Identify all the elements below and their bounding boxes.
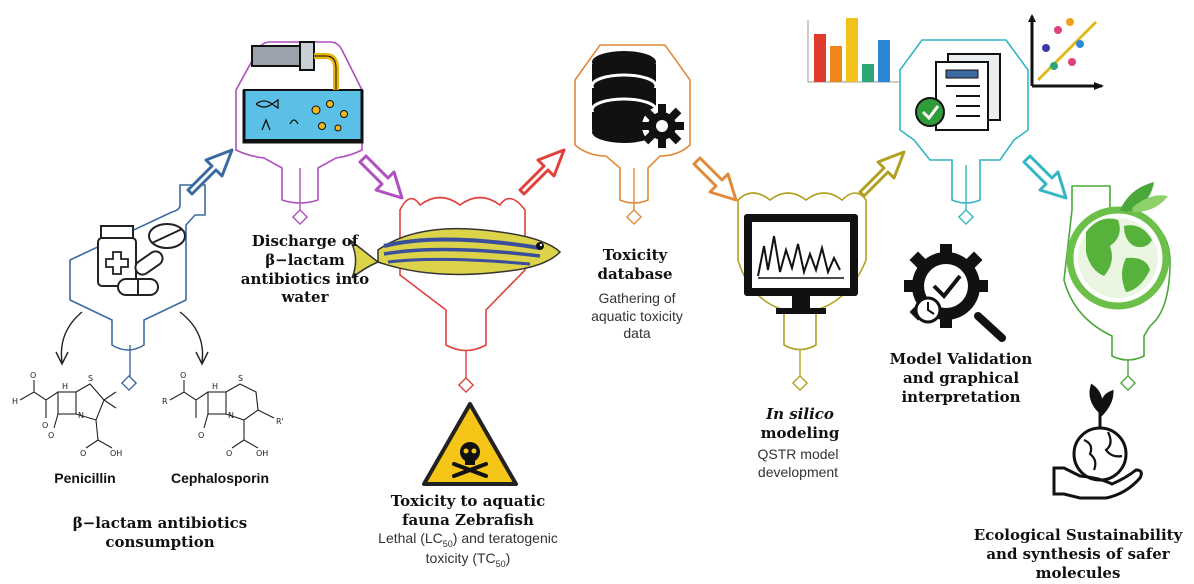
validation-title: Model Validation and graphical interpret… — [889, 350, 1033, 406]
scatter-plot-icon — [1028, 14, 1104, 90]
svg-text:N: N — [228, 411, 234, 420]
consumption-title: β−lactam antibiotics consumption — [72, 514, 248, 551]
svg-text:R': R' — [276, 417, 284, 426]
svg-text:R: R — [162, 397, 168, 406]
database-flask — [574, 44, 691, 226]
hazard-warning-icon — [422, 402, 518, 486]
arrow-4 — [692, 156, 738, 202]
bar-chart-icon — [807, 18, 900, 83]
svg-text:N: N — [78, 411, 84, 420]
discharge-flask — [235, 41, 363, 226]
arrow-1 — [186, 148, 234, 196]
gear-icon — [640, 104, 684, 148]
eco-globe-icon — [1066, 182, 1170, 310]
penicillin-structure — [19, 380, 117, 449]
modeling-description: QSTR model development — [757, 446, 839, 480]
report-document-icon — [915, 53, 1001, 131]
svg-text:H: H — [212, 382, 218, 391]
zebrafish-icon — [349, 227, 562, 279]
svg-text:O: O — [226, 449, 232, 458]
toxicity-title: Toxicity to aquatic fauna Zebrafish — [390, 492, 546, 529]
penicillin-atoms: H O O H S N O O OH — [12, 371, 122, 458]
toxicity-flask — [399, 196, 526, 394]
cephalosporin-label: Cephalosporin — [170, 470, 269, 486]
svg-text:O: O — [48, 431, 54, 440]
svg-text:S: S — [238, 374, 243, 383]
hand-earth-icon — [1052, 383, 1143, 500]
arrow-2 — [358, 154, 404, 200]
svg-text:O: O — [30, 371, 36, 380]
svg-text:O: O — [42, 421, 48, 430]
magnifier-check-icon — [904, 244, 1006, 342]
svg-text:O: O — [180, 371, 186, 380]
svg-text:S: S — [88, 374, 93, 383]
arrow-3 — [518, 148, 566, 196]
svg-text:O: O — [80, 449, 86, 458]
arrow-5 — [858, 150, 906, 198]
water-tank-icon — [242, 41, 364, 144]
consumption-flask — [69, 184, 206, 392]
validation-flask — [899, 39, 1029, 226]
svg-text:O: O — [198, 431, 204, 440]
penicillin-label: Penicillin — [54, 470, 116, 486]
discharge-title: Discharge of β−lactam antibiotics into w… — [240, 232, 370, 307]
split-arrows — [55, 311, 209, 366]
arrow-6 — [1022, 154, 1068, 200]
svg-text:H: H — [62, 382, 68, 391]
medicine-icon — [97, 223, 186, 296]
sustainability-title: Ecological Sustainability and synthesis … — [973, 526, 1183, 582]
monitor-icon — [744, 214, 858, 314]
svg-text:OH: OH — [256, 449, 268, 458]
svg-text:OH: OH — [110, 449, 122, 458]
cephalosporin-structure — [169, 380, 275, 449]
svg-text:H: H — [12, 397, 18, 406]
database-title: Toxicity database — [597, 246, 673, 283]
toxicity-description: Lethal (LC50) and teratogenic toxicity (… — [378, 530, 558, 569]
cephalosporin-atoms: R O H S N O R' O OH — [162, 371, 284, 458]
database-description: Gathering of aquatic toxicity data — [591, 290, 683, 341]
